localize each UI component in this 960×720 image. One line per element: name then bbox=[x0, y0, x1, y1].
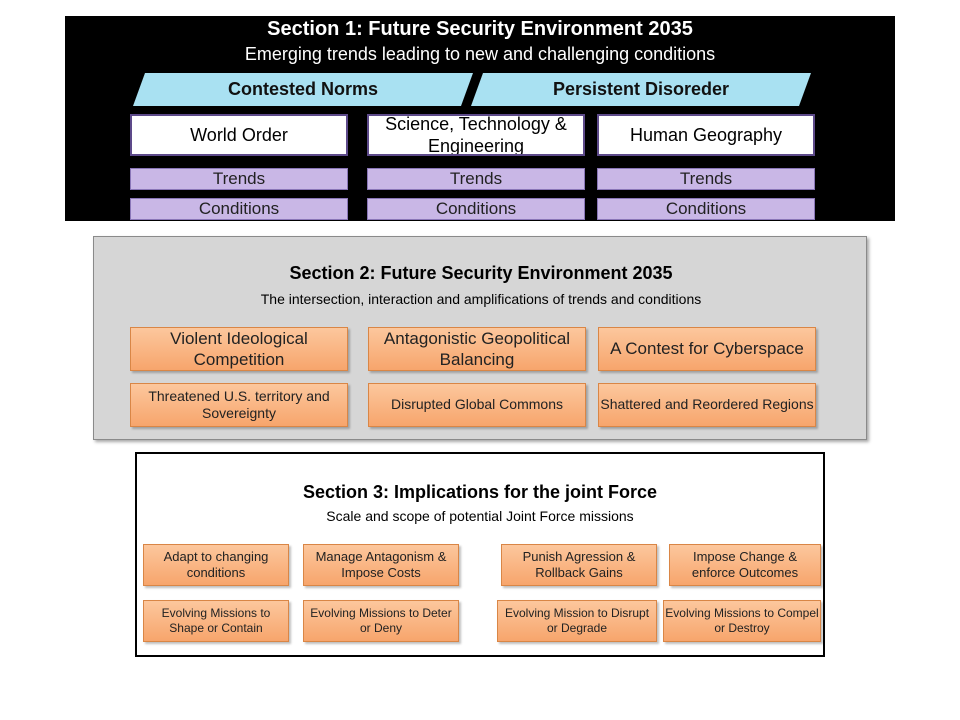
trends-row-science: Trends bbox=[367, 168, 585, 190]
section-2-subtitle: The intersection, interaction and amplif… bbox=[260, 291, 702, 307]
section-3-panel: Section 3: Implications for the joint Fo… bbox=[135, 452, 825, 657]
banner-contested-norms: Contested Norms bbox=[133, 73, 473, 106]
box-threatened-us-territory: Threatened U.S. territory and Sovereignt… bbox=[130, 383, 348, 427]
column-heading-science-technology: Science, Technology & Engineering bbox=[367, 114, 585, 156]
column-heading-human-geography: Human Geography bbox=[597, 114, 815, 156]
box-disrupted-global-commons: Disrupted Global Commons bbox=[368, 383, 586, 427]
box-shape-or-contain: Evolving Missions to Shape or Contain bbox=[143, 600, 289, 642]
box-shattered-reordered-regions: Shattered and Reordered Regions bbox=[598, 383, 816, 427]
box-contest-for-cyberspace: A Contest for Cyberspace bbox=[598, 327, 816, 371]
column-heading-world-order: World Order bbox=[130, 114, 348, 156]
section-3-title: Section 3: Implications for the joint Fo… bbox=[302, 482, 658, 502]
box-compel-or-destroy: Evolving Missions to Compel or Destroy bbox=[663, 600, 821, 642]
section-1-subtitle: Emerging trends leading to new and chall… bbox=[244, 44, 716, 64]
box-violent-ideological-competition: Violent Ideological Competition bbox=[130, 327, 348, 371]
box-punish-agression: Punish Agression & Rollback Gains bbox=[501, 544, 657, 586]
banner-persistent-disorder: Persistent Disoreder bbox=[471, 73, 811, 106]
section-2-title: Section 2: Future Security Environment 2… bbox=[289, 263, 673, 283]
box-deter-or-deny: Evolving Missions to Deter or Deny bbox=[303, 600, 459, 642]
trends-row-world-order: Trends bbox=[130, 168, 348, 190]
section-1-title: Section 1: Future Security Environment 2… bbox=[267, 18, 693, 40]
box-adapt-to-changing-conditions: Adapt to changing conditions bbox=[143, 544, 289, 586]
conditions-row-human-geography: Conditions bbox=[597, 198, 815, 220]
conditions-row-world-order: Conditions bbox=[130, 198, 348, 220]
trends-row-human-geography: Trends bbox=[597, 168, 815, 190]
section-3-subtitle: Scale and scope of potential Joint Force… bbox=[326, 508, 634, 524]
box-manage-antagonism: Manage Antagonism & Impose Costs bbox=[303, 544, 459, 586]
section-1-panel: Section 1: Future Security Environment 2… bbox=[65, 16, 895, 221]
conditions-row-science: Conditions bbox=[367, 198, 585, 220]
box-impose-change: Impose Change & enforce Outcomes bbox=[669, 544, 821, 586]
box-antagonistic-geopolitical-balancing: Antagonistic Geopolitical Balancing bbox=[368, 327, 586, 371]
box-disrupt-or-degrade: Evolving Mission to Disrupt or Degrade bbox=[497, 600, 657, 642]
section-2-panel: Section 2: Future Security Environment 2… bbox=[93, 236, 867, 440]
